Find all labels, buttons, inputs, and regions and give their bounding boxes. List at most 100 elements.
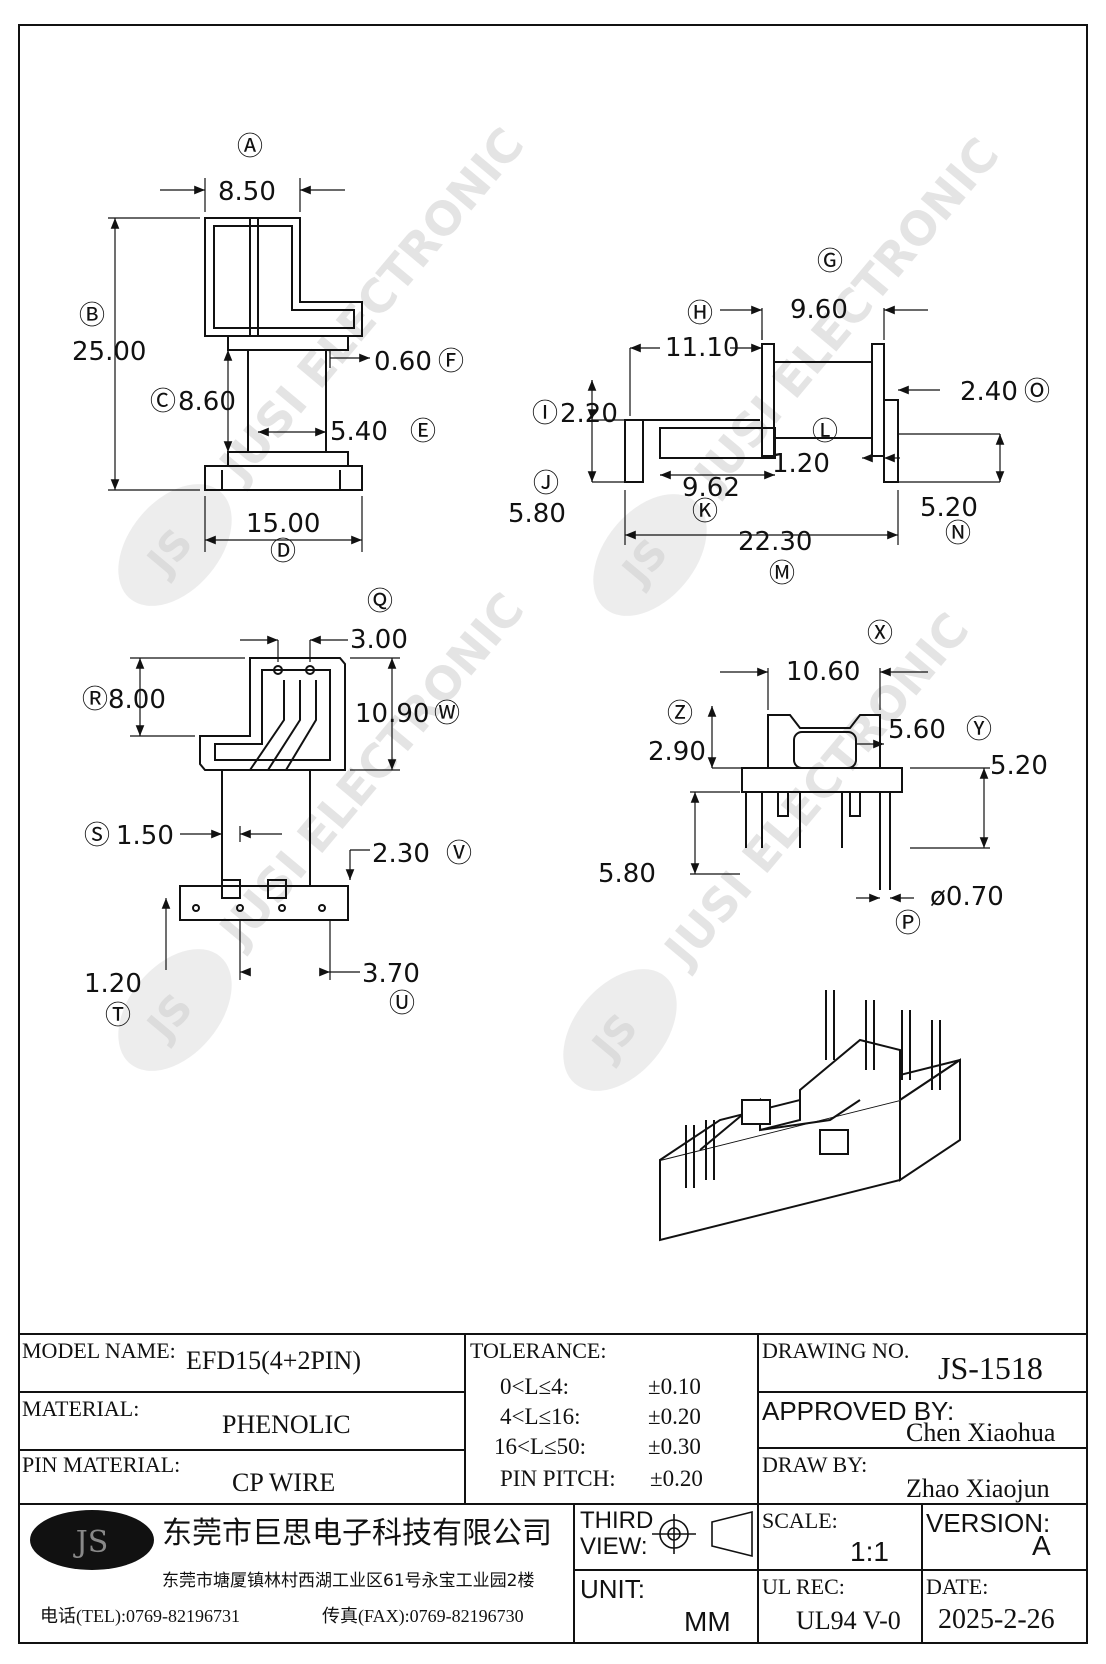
front-body [767,714,881,768]
drawing-no-value: JS-1518 [938,1350,1043,1386]
bobbin-top-flange-inner [213,225,355,329]
tolerance-label: TOLERANCE: [470,1338,607,1363]
svg-text:Ⓟ: Ⓟ [895,909,921,939]
dim-u-value: 3.70 [362,959,420,989]
svg-text:Ⓥ: Ⓥ [446,839,472,869]
svg-text:Ⓗ: Ⓗ [687,299,713,329]
svg-text:Ⓜ: Ⓜ [769,559,795,589]
dim-x-value: 10.60 [786,657,860,687]
side-mid-flange-b [871,343,885,457]
ul-rec-value: UL94 V-0 [796,1606,901,1635]
svg-text:Ⓩ: Ⓩ [667,699,693,729]
tolerance-range-2: 4<L≤16: [500,1404,581,1429]
title-block-grid [18,1333,1088,1644]
unit-value: MM [684,1606,731,1637]
dim-c-value: 8.60 [178,387,236,417]
dim-h-value: 11.10 [665,333,739,363]
dim-a-value: 8.50 [218,177,276,207]
dim-n-value: 5.20 [920,493,978,523]
bobbin-top-flange [204,217,363,337]
view-top-right-labels: Ⓖ 9.60 Ⓗ 11.10 Ⓘ 2.20 Ⓙ 5.80 9.62 Ⓚ Ⓛ 1.… [508,247,1050,589]
dim-m-value: 22.30 [738,527,812,557]
end-view-body-inner [214,669,331,761]
third-angle-icon [652,1510,753,1558]
svg-text:Ⓐ: Ⓐ [237,132,263,162]
svg-text:Ⓚ: Ⓚ [692,497,718,527]
dim-q-value: 3.00 [350,625,408,655]
pin-hole [273,665,283,675]
svg-text:Ⓕ: Ⓕ [438,347,464,377]
svg-text:Ⓒ: Ⓒ [150,387,176,417]
tolerance-value-4: ±0.20 [650,1466,703,1491]
dim-g-value: 9.60 [790,295,848,325]
draw-by-label: DRAW BY: [762,1452,868,1477]
watermark-logo [593,494,707,616]
svg-text:Ⓑ: Ⓑ [79,301,105,331]
dim-pin-length-value: 5.80 [598,859,656,889]
end-view-base [179,885,349,921]
svg-text:Ⓠ: Ⓠ [367,587,393,617]
svg-text:Ⓖ: Ⓖ [817,247,843,277]
dim-k-value: 9.62 [682,473,740,503]
svg-text:Ⓢ: Ⓢ [84,821,110,851]
third-view-label: THIRD VIEW: [580,1507,654,1560]
tolerance-value-1: ±0.10 [648,1374,701,1399]
draw-by-value: Zhao Xiaojun [906,1474,1050,1503]
side-left-flange [624,419,644,483]
side-mid-flange-a [761,343,775,457]
model-name-value: EFD15(4+2PIN) [186,1346,361,1375]
company-name: 东莞市巨思电子科技有限公司 [162,1516,552,1551]
drawing-no-label: DRAWING NO. [762,1338,910,1363]
svg-text:Ⓝ: Ⓝ [945,519,971,549]
dim-p-value: ø0.70 [930,882,1004,912]
dim-o-value: 2.40 [960,377,1018,407]
approved-by-label: APPROVED BY: [762,1396,955,1426]
ul-rec-label: UL REC: [762,1574,845,1599]
dim-l-value: 1.20 [772,449,830,479]
svg-text:Ⓛ: Ⓛ [812,417,838,447]
date-value: 2025-2-26 [938,1604,1055,1635]
dim-v-value: 2.30 [372,839,430,869]
svg-text:Ⓨ: Ⓨ [966,715,992,745]
dim-d-value: 15.00 [246,509,320,539]
scale-value: 1:1 [850,1536,889,1567]
svg-text:Ⓡ: Ⓡ [82,685,108,715]
dim-j-value: 5.80 [508,499,566,529]
svg-text:Ⓞ: Ⓞ [1024,377,1050,407]
dim-s-value: 1.50 [116,821,174,851]
svg-text:Ⓓ: Ⓓ [270,537,296,567]
end-view-body [199,657,346,771]
view-bottom-left-labels: Ⓠ 3.00 Ⓡ 8.00 10.90 Ⓦ Ⓢ 1.50 2.30 Ⓥ 1.20… [82,587,472,1031]
view-top-left-labels: Ⓐ 8.50 Ⓑ 25.00 Ⓒ 8.60 15.00 Ⓓ 5.40 Ⓔ 0.6… [72,132,464,567]
bobbin-bottom-flange [204,465,363,491]
tolerance-range-1: 0<L≤4: [500,1374,570,1399]
pin-material-label: PIN MATERIAL: [22,1452,181,1477]
company-logo: JS [30,1510,154,1570]
dim-z-value: 2.90 [648,737,706,767]
dim-y-value: 5.60 [888,715,946,745]
view-top-left [108,178,370,552]
side-right-flange [883,399,899,483]
watermark-logo [563,969,677,1091]
date-label: DATE: [926,1574,989,1599]
watermark-logo [118,949,232,1071]
front-core-window [793,731,857,769]
material-value: PHENOLIC [222,1410,351,1439]
view-bottom-left [130,635,400,980]
scale-label: SCALE: [762,1508,838,1533]
dim-w-value: 10.90 [355,699,429,729]
tolerance-value-2: ±0.20 [648,1404,701,1429]
view-bottom-right-labels: Ⓧ 10.60 5.60 Ⓨ Ⓩ 2.90 ø0.70 Ⓟ 5.20 5.80 [598,619,1048,939]
watermark-logo [118,484,232,606]
svg-text:Ⓣ: Ⓣ [105,1001,131,1031]
svg-text:Ⓦ: Ⓦ [434,699,460,729]
model-name-label: MODEL NAME: [22,1338,176,1363]
tolerance-range-4: PIN PITCH: [500,1466,616,1491]
view-bottom-right [690,667,990,903]
company-address: 东莞市塘厦镇林村西湖工业区61号永宝工业园2楼 [162,1571,535,1591]
tolerance-range-3: 16<L≤50: [494,1434,587,1459]
pin-hole [305,665,315,675]
material-label: MATERIAL: [22,1396,140,1421]
svg-text:Ⓤ: Ⓤ [389,989,415,1019]
